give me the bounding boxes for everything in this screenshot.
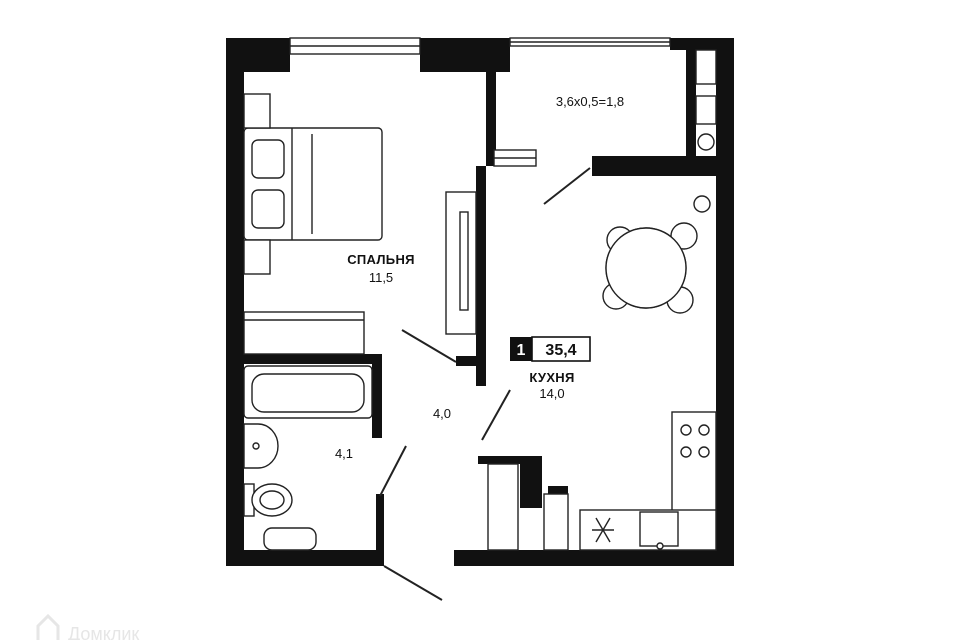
wall-partition-balcony [486,38,496,166]
wall-bedroom-hall [456,356,486,366]
door-bathroom [379,445,407,497]
wall-hall-kitchen-2 [520,456,542,508]
walls [226,38,734,566]
wardrobe [243,311,365,355]
door-balcony [543,167,591,205]
bed [243,93,383,275]
wall-bath-right [372,354,382,438]
pillow-top [251,139,285,179]
dining-set [602,222,698,314]
kitchen-unit [579,195,717,551]
nightstand-bottom [243,239,271,275]
windows [289,37,671,55]
wall-left [226,38,244,566]
door-entrance [383,565,443,601]
wall-top-3 [670,38,734,50]
wall-bedroom-bath [226,354,382,364]
door-kitchen [481,389,511,441]
hall-area: 4,0 [433,406,451,421]
bedroom-name: СПАЛЬНЯ [347,252,415,267]
balcony-cabinet-2 [695,95,717,125]
doors [379,167,591,601]
balcony-area: 3,6х0,5=1,8 [556,94,624,109]
wall-bottom-right [454,550,734,566]
bathtub [243,365,373,419]
watermark-logo-icon [36,613,60,640]
bedroom-area: 11,5 [369,270,393,285]
tv-stand [445,191,477,335]
watermark-text: Домклик [68,624,139,640]
kitchen-sink [639,511,679,547]
wall-right-block [686,38,696,156]
wall-hall-kitchen [478,456,540,464]
toilet [243,483,293,517]
area-badge [531,336,591,362]
wall-top-2 [420,38,510,72]
wall-top-1 [226,38,290,72]
shoe-rack [543,493,569,551]
bath-sink [243,423,279,469]
fridge [487,463,519,551]
balcony-boiler [697,133,715,151]
kitchen-area: 14,0 [539,386,564,401]
rooms-badge [510,337,532,361]
furniture [243,49,717,551]
nightstand-top [243,93,271,129]
watermark: Домклик [36,613,139,640]
wall-balcony-bottom [592,156,734,176]
apartment-badge: 1 35,4 [510,336,591,362]
rooms-count: 1 [517,342,526,359]
wall-stub [548,486,568,494]
balcony-cabinet-1 [695,49,717,85]
wall-bath-right-lower [376,494,384,566]
room-labels: СПАЛЬНЯ 11,5 КУХНЯ 14,0 4,0 4,1 3,6х0,5=… [335,94,624,461]
wall-bottom-left [226,550,382,566]
pillow-bottom [251,189,285,229]
door-bedroom [401,329,457,363]
bathroom-area: 4,1 [335,446,353,461]
wall-right [716,38,734,566]
total-area: 35,4 [545,342,576,359]
kitchen-name: КУХНЯ [529,370,574,385]
wall-partition-bedroom [476,166,486,386]
bath-radiator [263,527,317,551]
